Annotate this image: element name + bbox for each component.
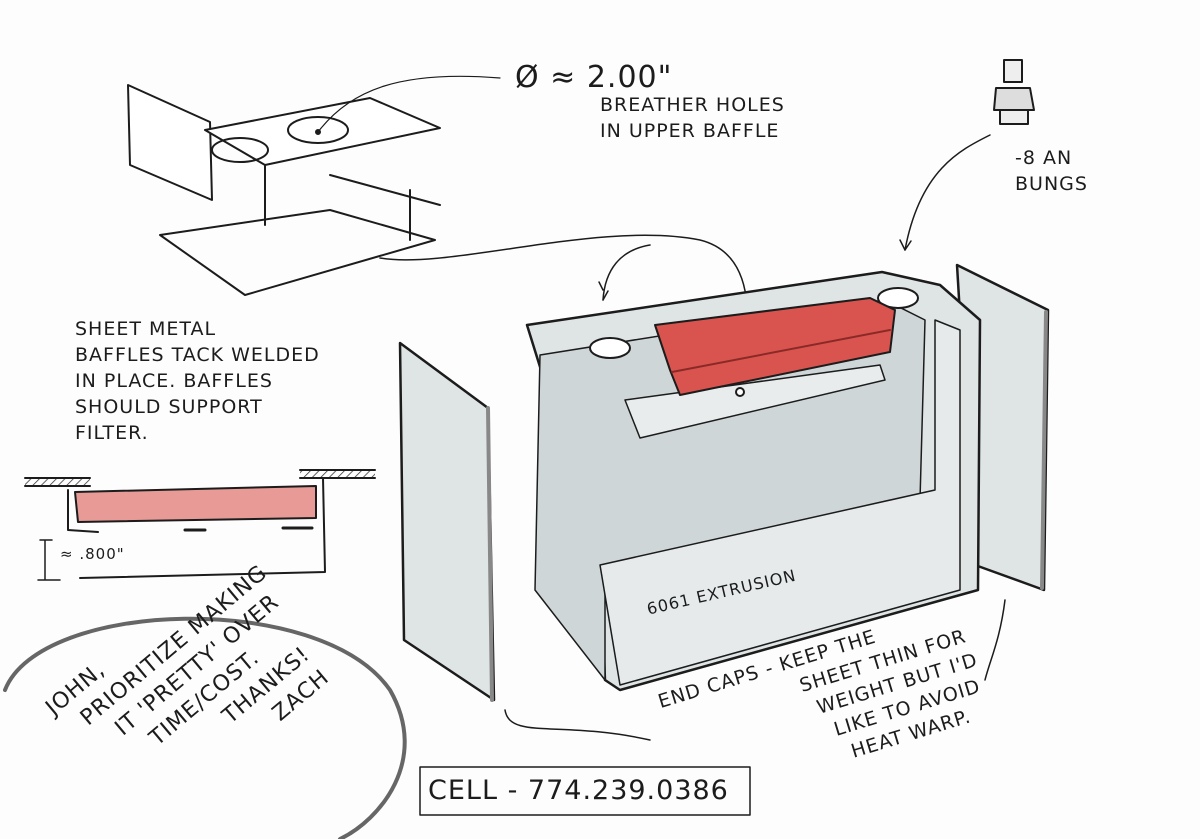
bungs-note: -8 AN BUNGS: [1015, 145, 1088, 197]
message-circle: [3, 616, 407, 839]
note-line: IN PLACE. BAFFLES: [75, 370, 273, 392]
note-line: FILTER.: [75, 422, 149, 444]
an-bung-icon: [993, 59, 1035, 125]
extrusion-body: [525, 270, 982, 692]
note-line: BAFFLES TACK WELDED: [75, 344, 320, 366]
left-end-cap: [398, 341, 496, 702]
baffle-sketch: [127, 84, 441, 296]
note-line: BREATHER HOLES: [600, 94, 785, 116]
note-line: IN UPPER BAFFLE: [600, 120, 780, 142]
note-line: -8 AN: [1015, 147, 1073, 169]
contact-number: CELL - 774.239.0386: [428, 775, 729, 806]
section-detail: [24, 469, 376, 581]
note-line: SHOULD SUPPORT: [75, 396, 263, 418]
leader-line: [317, 75, 501, 133]
filter-section: [74, 485, 317, 523]
filter-element: [654, 297, 896, 396]
note-line: SHEET METAL: [75, 318, 217, 340]
note-line: BUNGS: [1015, 173, 1088, 195]
baffles-note: SHEET METAL BAFFLES TACK WELDED IN PLACE…: [75, 316, 320, 446]
hole-diameter: Ø ≈ 2.00": [515, 60, 673, 95]
depth-dimension: ≈ .800": [60, 545, 125, 563]
cell-box: [419, 766, 751, 816]
breather-holes-note: BREATHER HOLES IN UPPER BAFFLE: [600, 92, 785, 144]
